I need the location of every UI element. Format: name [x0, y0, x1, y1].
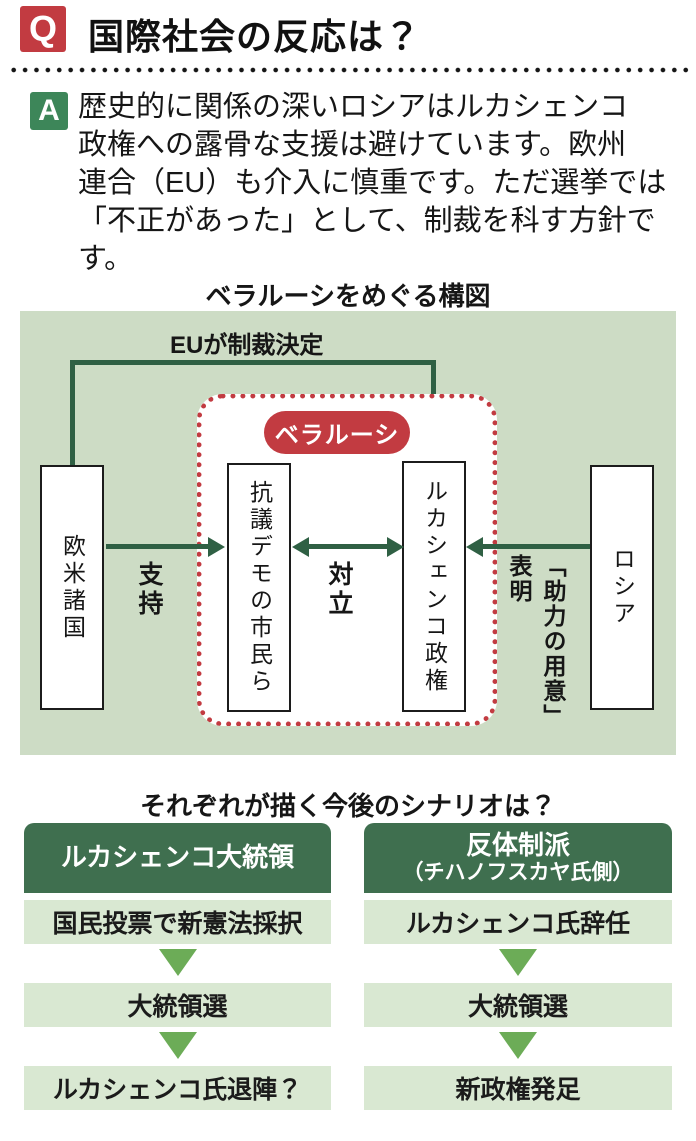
scenario-section-title: それぞれが描く今後のシナリオは？ — [139, 791, 556, 821]
question-title: 国際社会の反応は？ — [88, 16, 422, 57]
eu-sanction-line-left — [70, 360, 75, 465]
box-western-countries-label: 欧米諸国 — [59, 533, 86, 642]
box-russia-label: ロシア — [609, 547, 636, 628]
box-protesters: 抗議デモの市民ら — [227, 463, 291, 712]
scenario-column-opposition: 反体制派 （チハノフスカヤ氏側） ルカシェンコ氏辞任 大統領選 新政権発足 — [364, 823, 672, 1110]
scenario-column-lukashenko: ルカシェンコ大統領 国民投票で新憲法採択 大統領選 ルカシェンコ氏退陣？ — [24, 823, 331, 1110]
diagram-panel: EUが制裁決定 ベラルーシ 欧米諸国 抗議デモの市民ら ルカシェンコ政権 ロシア… — [20, 311, 676, 755]
scenario-step: 大統領選 — [24, 983, 331, 1027]
flow-down-triangle-icon — [158, 949, 197, 976]
eu-sanction-label: EUが制裁決定 — [170, 332, 324, 359]
scenario-header-opposition-line2: （チハノフスカヤ氏側） — [402, 860, 634, 884]
flow-down-triangle-icon — [499, 1032, 537, 1059]
scenario-header-lukashenko-label: ルカシェンコ大統領 — [60, 842, 295, 873]
scenario-step: 新政権発足 — [364, 1066, 672, 1110]
support-label: 支持 — [135, 561, 163, 619]
scenario-header-lukashenko: ルカシェンコ大統領 — [24, 823, 331, 893]
scenario-header-opposition: 反体制派 （チハノフスカヤ氏側） — [364, 823, 672, 893]
scenario-step: 大統領選 — [364, 983, 672, 1027]
box-lukashenko-regime: ルカシェンコ政権 — [402, 461, 466, 712]
box-western-countries: 欧米諸国 — [40, 465, 104, 710]
belarus-badge: ベラルーシ — [264, 411, 410, 454]
scenario-step: ルカシェンコ氏辞任 — [364, 900, 672, 944]
conflict-arrow-shaft — [309, 544, 387, 549]
answer-badge: A — [30, 92, 68, 130]
russia-support-arrow-shaft — [483, 544, 590, 549]
scenario-step: ルカシェンコ氏退陣？ — [24, 1066, 331, 1110]
conflict-label: 対立 — [325, 561, 353, 619]
support-arrow-shaft — [106, 544, 208, 549]
flow-down-triangle-icon — [499, 949, 537, 976]
support-arrowhead-icon — [208, 537, 225, 557]
dotted-separator — [6, 63, 690, 77]
answer-text: 歴史的に関係の深いロシアはルカシェンコ 政権への露骨な支援は避けています。欧州 … — [78, 91, 667, 275]
russia-support-label-line2: 表明 — [506, 554, 532, 604]
box-protesters-label: 抗議デモの市民ら — [246, 479, 273, 696]
box-russia: ロシア — [590, 465, 654, 710]
box-lukashenko-regime-label: ルカシェンコ政権 — [421, 478, 448, 695]
russia-support-label-line1: 「助力の用意」 — [540, 554, 566, 729]
conflict-arrowhead-left-icon — [292, 537, 309, 557]
scenario-header-opposition-line1: 反体制派 — [465, 829, 570, 860]
eu-sanction-line-horizontal — [70, 360, 436, 365]
conflict-arrowhead-right-icon — [387, 537, 404, 557]
flow-down-triangle-icon — [158, 1032, 197, 1059]
question-badge: Q — [20, 6, 66, 52]
scenario-step: 国民投票で新憲法採択 — [24, 900, 331, 944]
diagram-title: ベラルーシをめぐる構図 — [205, 281, 491, 311]
russia-support-arrowhead-icon — [466, 537, 483, 557]
